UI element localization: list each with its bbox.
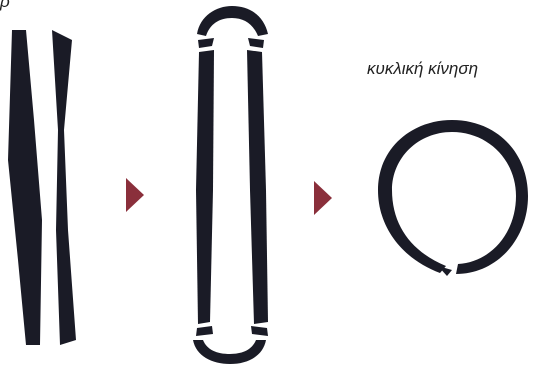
loop-bottom-tab-left	[196, 326, 213, 336]
loop-top-tab-left	[198, 38, 214, 48]
arrow-right-icon-2	[314, 181, 332, 215]
loop-left-strip	[196, 50, 214, 324]
circular-band	[378, 120, 528, 274]
top-left-label: ρ	[0, 0, 10, 12]
loop-bottom-tab-right	[251, 326, 268, 336]
joined-loop-group	[193, 6, 268, 364]
circular-motion-label: κυκλική κίνηση	[367, 59, 478, 79]
loop-bottom-arch	[193, 340, 266, 364]
loop-right-strip	[247, 50, 268, 324]
strip-left	[8, 30, 42, 345]
arrow-right-icon-1	[126, 178, 144, 212]
loop-top-arch	[197, 6, 268, 36]
strip-right	[52, 30, 76, 345]
separate-strips-group	[8, 30, 76, 345]
circular-band-group	[378, 120, 528, 276]
loop-top-tab-right	[248, 38, 264, 48]
